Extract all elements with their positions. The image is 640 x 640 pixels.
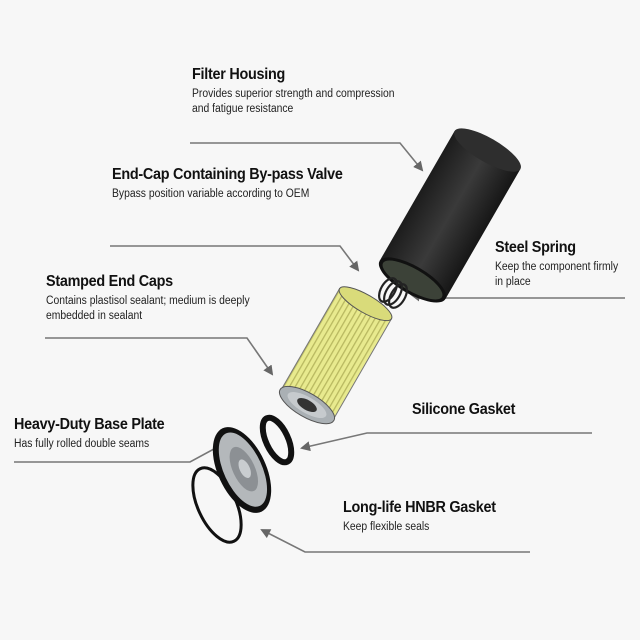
callout-silicone-gasket: Silicone Gasket bbox=[412, 401, 527, 419]
callout-title: Silicone Gasket bbox=[412, 401, 516, 418]
callout-hnbr-gasket: Long-life HNBR Gasket Keep flexible seal… bbox=[343, 499, 513, 535]
callout-base-plate: Heavy-Duty Base Plate Has fully rolled d… bbox=[14, 416, 181, 452]
callout-title: Stamped End Caps bbox=[46, 273, 173, 290]
callout-desc: Keep flexible seals bbox=[343, 521, 430, 533]
leader-filter-housing bbox=[190, 142, 424, 172]
callout-desc: Contains plastisol sealant; medium is de… bbox=[46, 295, 250, 322]
hnbr-gasket-part bbox=[191, 466, 243, 544]
base-plate-part bbox=[212, 427, 272, 513]
filter-housing-part bbox=[378, 128, 521, 303]
leader-stamped-end-caps bbox=[45, 337, 274, 376]
callout-desc: Bypass position variable according to OE… bbox=[112, 188, 310, 200]
filter-element-part bbox=[278, 286, 393, 425]
silicone-gasket-part bbox=[259, 414, 295, 466]
callout-filter-housing: Filter Housing Provides superior strengt… bbox=[192, 66, 417, 117]
callout-desc: Has fully rolled double seams bbox=[14, 438, 150, 450]
leader-end-cap bbox=[110, 245, 360, 272]
callout-title: Long-life HNBR Gasket bbox=[343, 499, 496, 516]
leader-hnbr-gasket bbox=[260, 529, 530, 553]
callout-desc: Provides superior strength and compressi… bbox=[192, 88, 395, 115]
callout-title: End-Cap Containing By-pass Valve bbox=[112, 166, 343, 183]
callout-title: Heavy-Duty Base Plate bbox=[14, 416, 165, 433]
steel-spring-part bbox=[378, 277, 408, 309]
callout-end-cap: End-Cap Containing By-pass Valve Bypass … bbox=[112, 166, 368, 202]
callout-title: Steel Spring bbox=[495, 239, 576, 256]
callout-stamped-end-caps: Stamped End Caps Contains plastisol seal… bbox=[46, 273, 272, 324]
callout-title: Filter Housing bbox=[192, 66, 286, 83]
leader-silicone-gasket bbox=[300, 432, 592, 452]
